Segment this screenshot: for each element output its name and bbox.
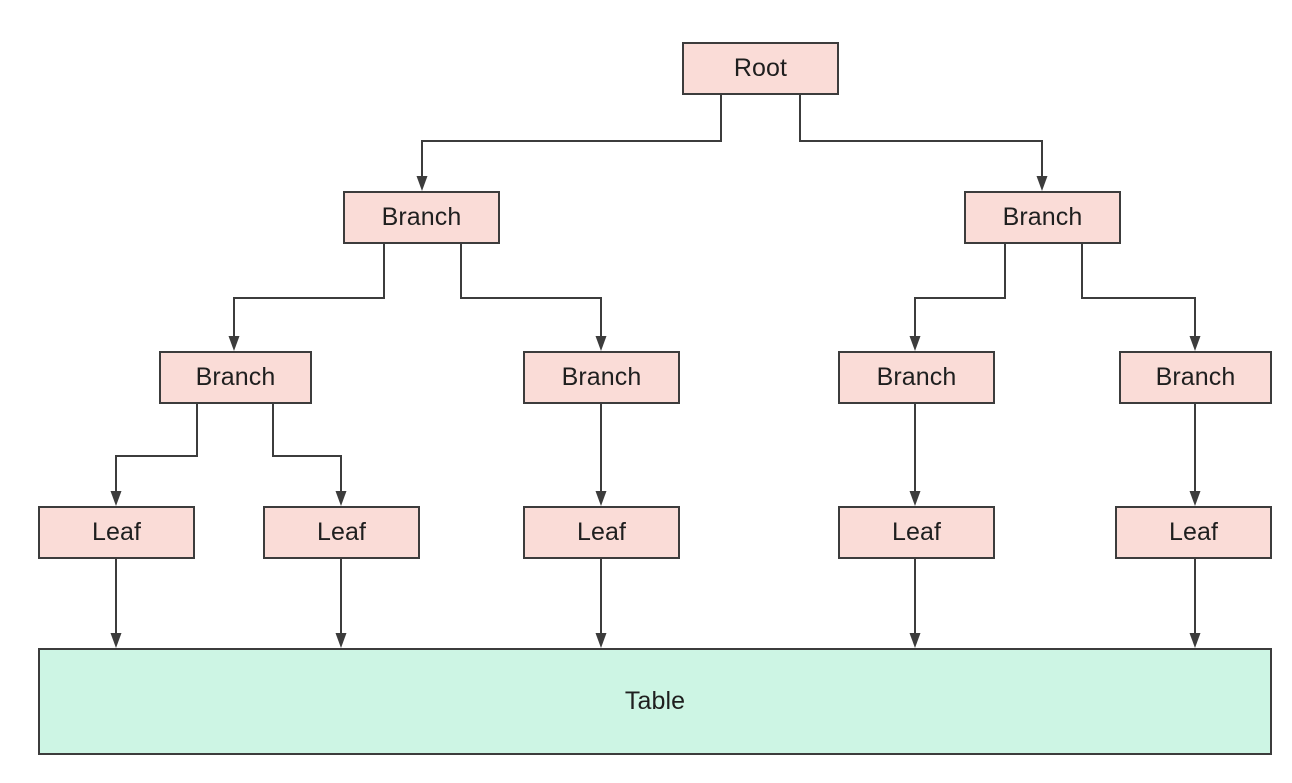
edge-branch-r-to-branch-r2 [1081, 244, 1201, 351]
edge-leaf-2-to-table [335, 559, 347, 648]
node-label: Branch [561, 363, 642, 391]
arrow-head-icon [595, 633, 607, 648]
arrow-head-icon [1189, 633, 1201, 648]
node-label: Branch [876, 363, 957, 391]
edge-root-to-branch-l [416, 95, 722, 191]
node-label: Leaf [576, 518, 627, 546]
arrow-head-icon [110, 491, 122, 506]
node-branch-r2[interactable]: Branch [1119, 351, 1272, 404]
arrow-head-icon [1189, 491, 1201, 506]
node-branch-l1[interactable]: Branch [159, 351, 312, 404]
node-leaf-2[interactable]: Leaf [263, 506, 420, 559]
node-label: Branch [1155, 363, 1236, 391]
edge-leaf-1-to-table [110, 559, 122, 648]
node-branch-l2[interactable]: Branch [523, 351, 680, 404]
edge-branch-l-to-branch-l1 [228, 244, 385, 351]
arrow-head-icon [416, 176, 428, 191]
arrow-head-icon [335, 491, 347, 506]
arrow-head-icon [909, 491, 921, 506]
edge-branch-r2-to-leaf-5 [1189, 404, 1201, 506]
node-label: Branch [381, 203, 462, 231]
edge-leaf-4-to-table [909, 559, 921, 648]
arrow-head-icon [595, 491, 607, 506]
edge-branch-r-to-branch-r1 [909, 244, 1006, 351]
edge-branch-l-to-branch-l2 [460, 244, 607, 351]
node-branch-r1[interactable]: Branch [838, 351, 995, 404]
edge-branch-l2-to-leaf-3 [595, 404, 607, 506]
arrow-head-icon [228, 336, 240, 351]
edge-branch-l1-to-leaf-1 [110, 404, 198, 506]
node-label: Leaf [891, 518, 942, 546]
node-label: Branch [1002, 203, 1083, 231]
arrow-head-icon [1189, 336, 1201, 351]
node-label: Leaf [316, 518, 367, 546]
node-leaf-3[interactable]: Leaf [523, 506, 680, 559]
node-leaf-5[interactable]: Leaf [1115, 506, 1272, 559]
arrow-head-icon [335, 633, 347, 648]
arrow-head-icon [909, 633, 921, 648]
node-leaf-1[interactable]: Leaf [38, 506, 195, 559]
arrow-head-icon [110, 633, 122, 648]
edge-branch-l1-to-leaf-2 [272, 404, 347, 506]
edge-branch-r1-to-leaf-4 [909, 404, 921, 506]
edge-root-to-branch-r [799, 95, 1048, 191]
node-table[interactable]: Table [38, 648, 1272, 755]
arrow-head-icon [1036, 176, 1048, 191]
arrow-head-icon [909, 336, 921, 351]
node-branch-l[interactable]: Branch [343, 191, 500, 244]
edge-leaf-3-to-table [595, 559, 607, 648]
node-label: Root [733, 54, 788, 82]
node-label: Branch [195, 363, 276, 391]
edge-leaf-5-to-table [1189, 559, 1201, 648]
node-branch-r[interactable]: Branch [964, 191, 1121, 244]
node-label: Table [624, 687, 686, 715]
node-label: Leaf [1168, 518, 1219, 546]
arrow-head-icon [595, 336, 607, 351]
node-leaf-4[interactable]: Leaf [838, 506, 995, 559]
node-label: Leaf [91, 518, 142, 546]
node-root[interactable]: Root [682, 42, 839, 95]
